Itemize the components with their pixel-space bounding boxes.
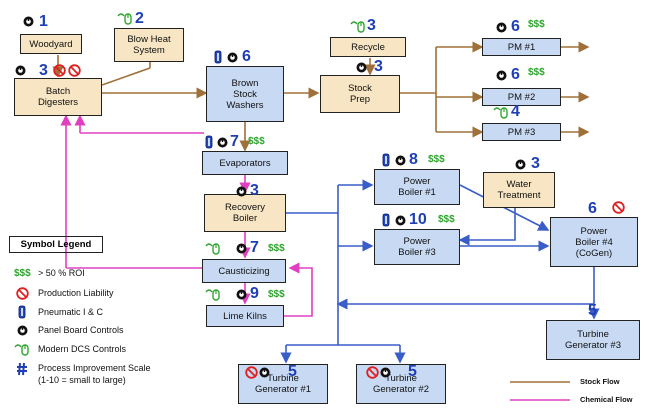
batch-digesters-score: 3 — [39, 62, 48, 79]
modern-dcs-icon — [117, 13, 132, 25]
production-liability-icon — [612, 201, 625, 214]
turbine-2-score: 5 — [408, 363, 417, 380]
panel-board-icon — [395, 215, 406, 226]
legend-dcs-icon — [14, 344, 29, 356]
blow-heat-score: 2 — [135, 10, 144, 27]
batch-digesters-box: Batch Digesters — [14, 78, 102, 116]
production-liability-icon — [366, 366, 379, 379]
recycle-box: Recycle — [330, 37, 406, 57]
legend-dcs-label: Modern DCS Controls — [38, 344, 127, 354]
pm2-score: 6 — [511, 66, 520, 83]
production-liability-icon — [245, 366, 258, 379]
recovery-boiler-score: 3 — [250, 182, 259, 199]
turbine-3-score: 5 — [588, 302, 597, 319]
chemical-flow-label: Chemical Flow — [580, 395, 633, 404]
pm3-box: PM #3 — [482, 123, 561, 141]
symbol-legend-title: Symbol Legend — [9, 236, 103, 253]
pneumatic-ic-icon — [382, 153, 390, 167]
panel-board-icon — [380, 367, 391, 378]
stock-prep-score: 3 — [374, 58, 383, 75]
evaporators-score: 7 — [230, 133, 239, 150]
lime-kilns-box: Lime Kilns — [206, 305, 284, 327]
pneumatic-ic-icon — [214, 50, 222, 64]
modern-dcs-icon — [205, 243, 220, 255]
brown-stock-washers-box: Brown Stock Washers — [206, 66, 284, 122]
legend-roi-symbol: $$$ — [14, 268, 31, 279]
pm2-roi: $$$ — [528, 67, 545, 78]
panel-board-icon — [259, 367, 270, 378]
legend-liability-label: Production Liability — [38, 288, 114, 298]
turbine-generator-1-box: Turbine Generator #1 — [238, 364, 328, 404]
power-boiler-4-score: 6 — [588, 200, 597, 217]
modern-dcs-icon — [493, 107, 508, 119]
turbine-1-score: 5 — [288, 363, 297, 380]
legend-roi-label: > 50 % ROI — [38, 268, 85, 278]
legend-scale-icon — [17, 362, 27, 376]
stock-flow-label: Stock Flow — [580, 377, 620, 386]
panel-board-icon — [217, 137, 228, 148]
panel-board-icon — [395, 155, 406, 166]
pm1-score: 6 — [511, 18, 520, 35]
legend-panel-board-icon — [17, 325, 28, 336]
legend-pneumatic-icon — [18, 305, 26, 319]
panel-board-icon — [227, 52, 238, 63]
lime-kilns-roi: $$$ — [268, 289, 285, 300]
water-treatment-box: Water Treatment — [483, 172, 555, 208]
recycle-score: 3 — [367, 17, 376, 34]
modern-dcs-icon — [205, 289, 220, 301]
panel-board-icon — [236, 289, 247, 300]
panel-board-icon — [515, 159, 526, 170]
pm1-box: PM #1 — [482, 38, 561, 56]
stock-flow-lines — [52, 41, 590, 152]
panel-board-icon — [496, 22, 507, 33]
causticizing-roi: $$$ — [268, 243, 285, 254]
production-liability-icon — [53, 64, 66, 77]
recovery-boiler-box: Recovery Boiler — [204, 194, 286, 232]
brown-stock-score: 6 — [242, 48, 251, 65]
pm1-roi: $$$ — [528, 19, 545, 30]
power-boiler-1-score: 8 — [409, 151, 418, 168]
stock-prep-box: Stock Prep — [320, 75, 400, 113]
panel-board-icon — [236, 243, 247, 254]
woodyard-box: Woodyard — [20, 34, 82, 54]
legend-pneumatic-label: Pneumatic I & C — [38, 307, 104, 317]
power-boiler-1-box: Power Boiler #1 — [374, 169, 460, 205]
modern-dcs-icon — [350, 21, 365, 33]
turbine-generator-3-box: Turbine Generator #3 — [546, 320, 640, 360]
legend-liability-icon — [16, 287, 29, 300]
panel-board-icon — [356, 62, 367, 73]
panel-board-icon — [15, 65, 26, 76]
blow-heat-system-box: Blow Heat System — [114, 28, 184, 62]
water-treatment-score: 3 — [531, 155, 540, 172]
power-boiler-3-roi: $$$ — [438, 214, 455, 225]
production-liability-icon — [68, 64, 81, 77]
legend-scale-label: Process Improvement Scale — [38, 363, 151, 373]
pneumatic-ic-icon — [205, 135, 213, 149]
panel-board-icon — [23, 16, 34, 27]
chemical-flow-lines — [60, 114, 313, 317]
causticizing-score: 7 — [250, 239, 259, 256]
power-boiler-3-score: 10 — [409, 211, 427, 228]
woodyard-score: 1 — [39, 13, 48, 30]
power-boiler-3-box: Power Boiler #3 — [374, 229, 460, 265]
evaporators-roi: $$$ — [248, 136, 265, 147]
power-boiler-4-box: Power Boiler #4 (CoGen) — [550, 217, 638, 267]
evaporators-box: Evaporators — [202, 151, 288, 175]
panel-board-icon — [496, 70, 507, 81]
pm2-box: PM #2 — [482, 88, 561, 106]
legend-scale-range: (1-10 = small to large) — [38, 375, 126, 385]
pm3-score: 4 — [511, 103, 520, 120]
lime-kilns-score: 9 — [250, 285, 259, 302]
power-boiler-1-roi: $$$ — [428, 154, 445, 165]
pneumatic-ic-icon — [382, 213, 390, 227]
legend-panel-board-label: Panel Board Controls — [38, 325, 124, 335]
panel-board-icon — [236, 186, 247, 197]
causticizing-box: Causticizing — [202, 259, 286, 283]
